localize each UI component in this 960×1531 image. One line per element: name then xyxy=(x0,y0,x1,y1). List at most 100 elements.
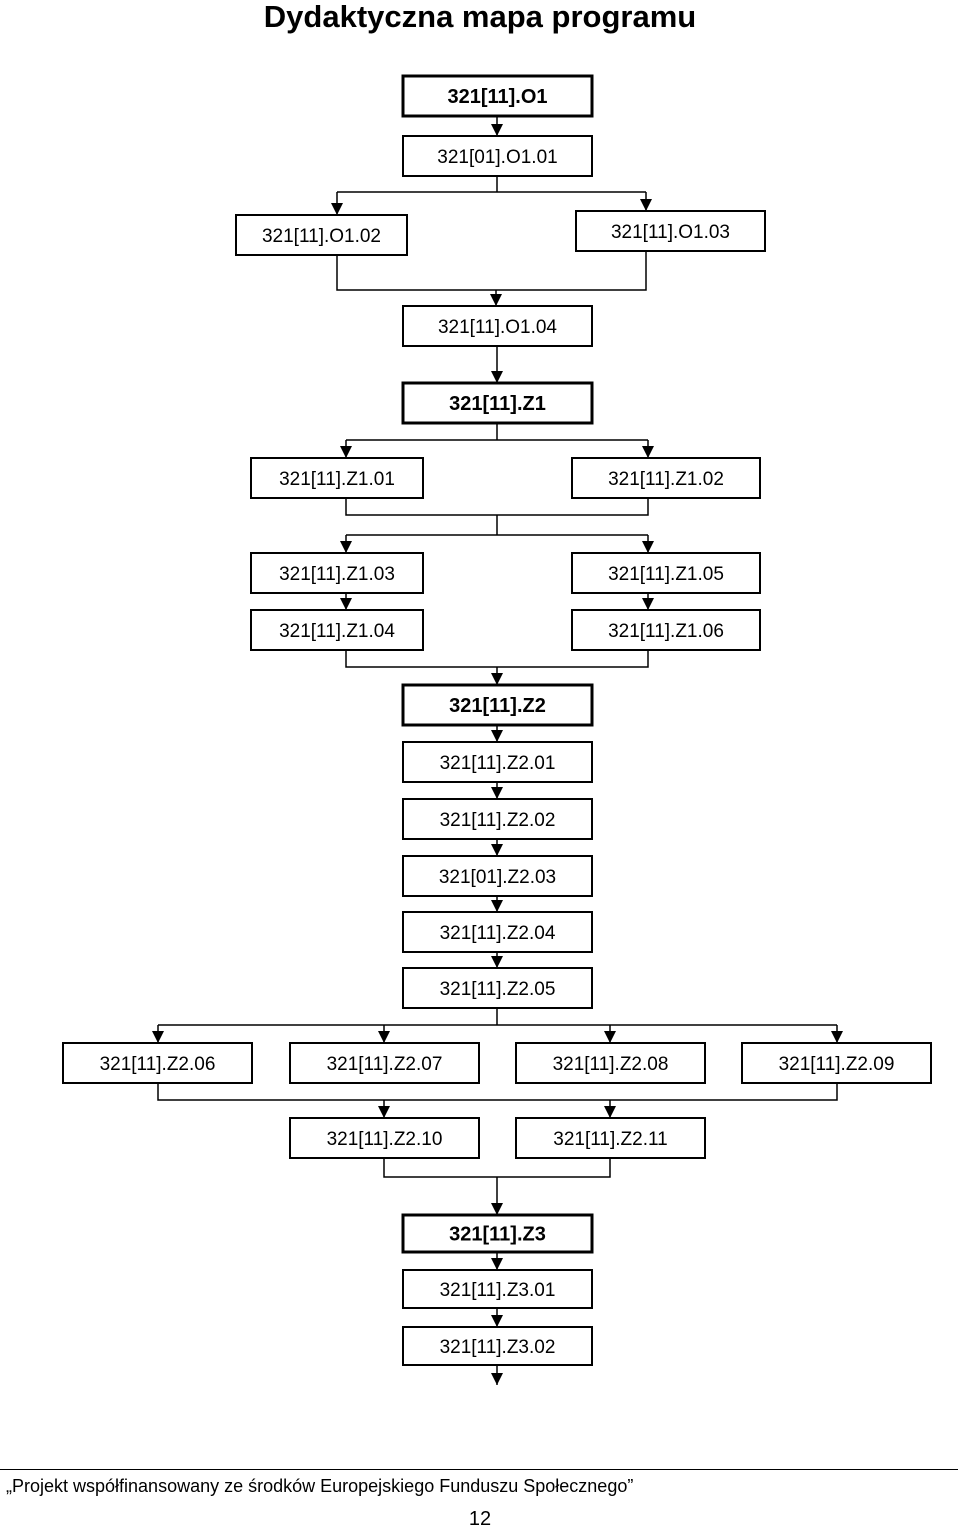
node-box xyxy=(401,381,594,425)
arrow-head xyxy=(378,1031,390,1043)
node-label: 321[11].Z1.06 xyxy=(608,621,724,642)
node-label: 321[11].Z3 xyxy=(449,1224,546,1246)
node-o1-03: 321[11].O1.03 xyxy=(575,210,766,252)
arrow-head xyxy=(491,956,503,968)
node-box xyxy=(402,855,593,897)
node-box xyxy=(401,74,594,118)
node-label: 321[11].Z2.07 xyxy=(327,1054,443,1075)
node-label: 321[11].Z1.01 xyxy=(279,469,395,490)
connector-line xyxy=(345,498,649,516)
arrow-head xyxy=(491,900,503,912)
node-box xyxy=(62,1042,253,1084)
footer-text: „Projekt współfinansowany ze środków Eur… xyxy=(6,1476,634,1496)
connector-line xyxy=(383,1158,611,1178)
node-z2-05: 321[11].Z2.05 xyxy=(402,967,593,1009)
node-box xyxy=(741,1042,932,1084)
arrow-head xyxy=(604,1106,616,1118)
nodes: 321[11].O1 321[01].O1.01 321[11].O1.02 321[… xyxy=(62,74,932,1366)
node-label: 321[11].Z2.06 xyxy=(100,1054,216,1075)
node-label: 321[11].Z2.04 xyxy=(440,923,556,944)
node-box xyxy=(401,1213,594,1254)
node-box xyxy=(575,210,766,252)
node-z1-02: 321[11].Z1.02 xyxy=(571,457,761,499)
node-z2-02: 321[11].Z2.02 xyxy=(402,798,593,840)
arrow-head xyxy=(604,1031,616,1043)
node-box xyxy=(402,741,593,783)
node-box xyxy=(571,609,761,651)
node-label: 321[11].Z2.10 xyxy=(327,1129,443,1150)
node-o1-01: 321[01].O1.01 xyxy=(402,135,593,177)
node-label: 321[11].O1.03 xyxy=(611,222,730,243)
arrow-head xyxy=(491,1258,503,1270)
node-z1-06: 321[11].Z1.06 xyxy=(571,609,761,651)
footer-divider xyxy=(0,1469,958,1470)
connector-line xyxy=(336,251,647,291)
node-box xyxy=(515,1042,706,1084)
node-label: 321[11].Z1.02 xyxy=(608,469,724,490)
node-z2: 321[11].Z2 xyxy=(401,683,594,727)
node-label: 321[11].Z2.05 xyxy=(440,979,556,1000)
arrow-head xyxy=(831,1031,843,1043)
node-label: 321[11].Z2.11 xyxy=(553,1129,667,1150)
arrow-head xyxy=(490,294,502,306)
node-label: 321[11].Z2.09 xyxy=(779,1054,895,1075)
arrow-head xyxy=(340,446,352,458)
node-z2-07: 321[11].Z2.07 xyxy=(289,1042,480,1084)
node-box xyxy=(402,967,593,1009)
node-o1-04: 321[11].O1.04 xyxy=(402,305,593,347)
node-label: 321[11].Z1 xyxy=(449,393,546,415)
node-z3-02: 321[11].Z3.02 xyxy=(402,1326,593,1366)
node-label: 321[11].Z2.08 xyxy=(553,1054,669,1075)
node-o1-02: 321[11].O1.02 xyxy=(235,214,408,256)
node-label: 321[11].Z1.03 xyxy=(279,564,395,585)
node-label: 321[11].O1 xyxy=(447,86,547,108)
node-o1: 321[11].O1 xyxy=(401,74,594,118)
node-z2-04: 321[11].Z2.04 xyxy=(402,911,593,953)
arrow-head xyxy=(491,1315,503,1327)
arrow-head xyxy=(491,1373,503,1385)
node-box xyxy=(515,1117,706,1159)
node-box xyxy=(401,683,594,727)
arrow-head xyxy=(491,124,503,136)
arrow-head xyxy=(491,673,503,685)
page-number: 12 xyxy=(468,1508,492,1530)
node-label: 321[11].O1.02 xyxy=(262,226,381,247)
arrow-head xyxy=(642,446,654,458)
arrow-head xyxy=(491,371,503,383)
arrow-head xyxy=(640,199,652,211)
node-box xyxy=(250,552,424,594)
arrow-head xyxy=(642,541,654,553)
connector-line xyxy=(157,1083,838,1101)
arrow-head xyxy=(491,844,503,856)
node-z1: 321[11].Z1 xyxy=(401,381,594,425)
node-label: 321[01].O1.01 xyxy=(437,147,557,168)
node-z2-10: 321[11].Z2.10 xyxy=(289,1117,480,1159)
arrow-head xyxy=(340,541,352,553)
node-label: 321[11].Z2.02 xyxy=(440,810,556,831)
node-label: 321[11].Z3.01 xyxy=(440,1280,556,1301)
node-box xyxy=(250,457,424,499)
node-box xyxy=(289,1042,480,1084)
connectors xyxy=(152,116,843,1385)
arrow-head xyxy=(331,203,343,215)
node-z2-11: 321[11].Z2.11 xyxy=(515,1117,706,1159)
page-title: Dydaktyczna mapa programu xyxy=(263,0,697,34)
node-label: 321[11].Z1.04 xyxy=(279,621,395,642)
node-label: 321[11].Z2.01 xyxy=(440,753,556,774)
arrow-head xyxy=(491,1203,503,1215)
node-label: 321[11].Z2 xyxy=(449,695,546,717)
node-z1-05: 321[11].Z1.05 xyxy=(571,552,761,594)
node-box xyxy=(571,457,761,499)
node-label: 321[11].Z1.05 xyxy=(608,564,724,585)
node-box xyxy=(402,1269,593,1309)
arrow-head xyxy=(491,787,503,799)
node-z1-01: 321[11].Z1.01 xyxy=(250,457,424,499)
node-label: 321[01].Z2.03 xyxy=(439,867,556,888)
arrow-head xyxy=(642,598,654,610)
node-z1-04: 321[11].Z1.04 xyxy=(250,609,424,651)
node-z1-03: 321[11].Z1.03 xyxy=(250,552,424,594)
node-label: 321[11].Z3.02 xyxy=(440,1337,556,1358)
arrow-head xyxy=(340,598,352,610)
node-z2-09: 321[11].Z2.09 xyxy=(741,1042,932,1084)
node-z2-08: 321[11].Z2.08 xyxy=(515,1042,706,1084)
